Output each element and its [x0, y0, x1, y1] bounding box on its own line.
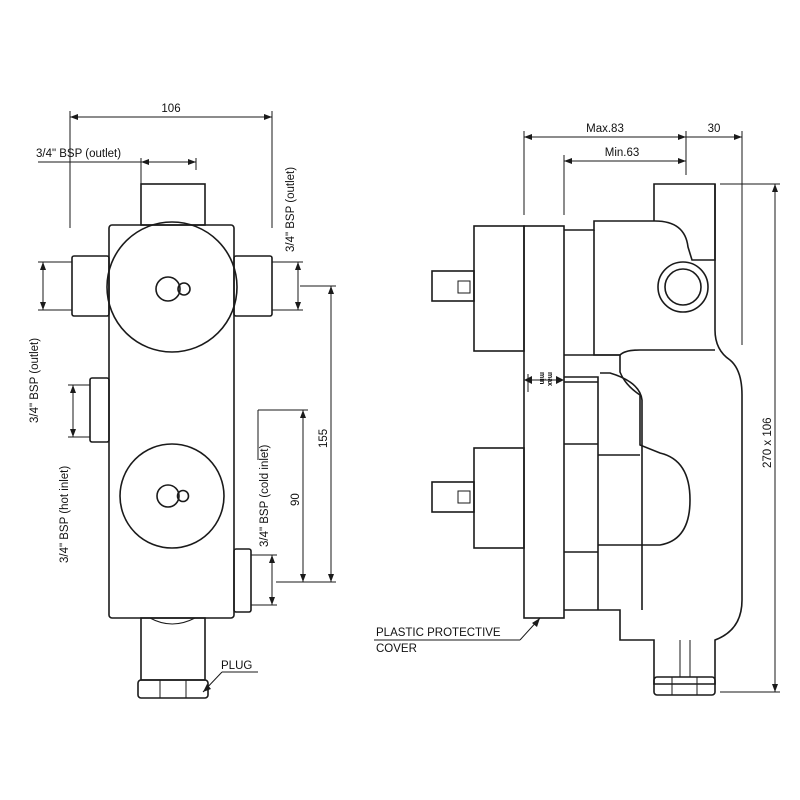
dim-30: 30	[708, 123, 721, 135]
protective-cover	[523, 225, 565, 619]
bottom-stub	[140, 617, 206, 681]
top-handle	[431, 270, 475, 302]
top-knob	[106, 221, 238, 353]
min-mark: min	[538, 372, 545, 384]
valve-body	[564, 184, 743, 685]
front-dimensions: 106 3/4" BSP (outlet) 3/4" BSP (outlet) …	[29, 103, 336, 693]
left-outlet-stub	[71, 255, 110, 317]
front-body	[108, 224, 235, 619]
side-dimensions: Max.83 30 Min.63 270 x 106 PLASTIC PROTE…	[374, 123, 780, 693]
bottom-knob	[119, 443, 225, 549]
plug-label: PLUG	[221, 660, 252, 672]
top-trim	[473, 225, 525, 352]
dim-155: 155	[318, 429, 330, 448]
valve-top	[564, 183, 716, 261]
dim-90: 90	[290, 493, 302, 506]
dim-min-63: Min.63	[605, 147, 640, 159]
bottom-handle	[431, 481, 475, 513]
dim-hot-inlet: 3/4" BSP (hot inlet)	[59, 466, 71, 563]
dim-cold-inlet: 3/4" BSP (cold inlet)	[259, 445, 271, 547]
right-outlet-stub	[233, 255, 273, 317]
dim-max-83: Max.83	[586, 123, 624, 135]
dim-outlet-left: 3/4" BSP (outlet)	[29, 338, 41, 423]
plug	[137, 679, 209, 699]
dim-270x106: 270 x 106	[762, 417, 774, 468]
hot-inlet-stub	[89, 377, 110, 443]
max-mark: max	[546, 372, 553, 386]
dim-outlet-right: 3/4" BSP (outlet)	[285, 167, 297, 252]
side-view: min max	[431, 183, 743, 696]
cover-label-2: COVER	[376, 643, 417, 655]
front-view	[71, 183, 273, 699]
bottom-trim	[473, 447, 525, 549]
dim-width-106: 106	[161, 103, 180, 115]
cover-label-1: PLASTIC PROTECTIVE	[376, 627, 501, 639]
top-outlet-stub	[140, 183, 206, 226]
cold-inlet-stub	[233, 548, 252, 613]
dim-outlet-top: 3/4" BSP (outlet)	[36, 148, 121, 160]
